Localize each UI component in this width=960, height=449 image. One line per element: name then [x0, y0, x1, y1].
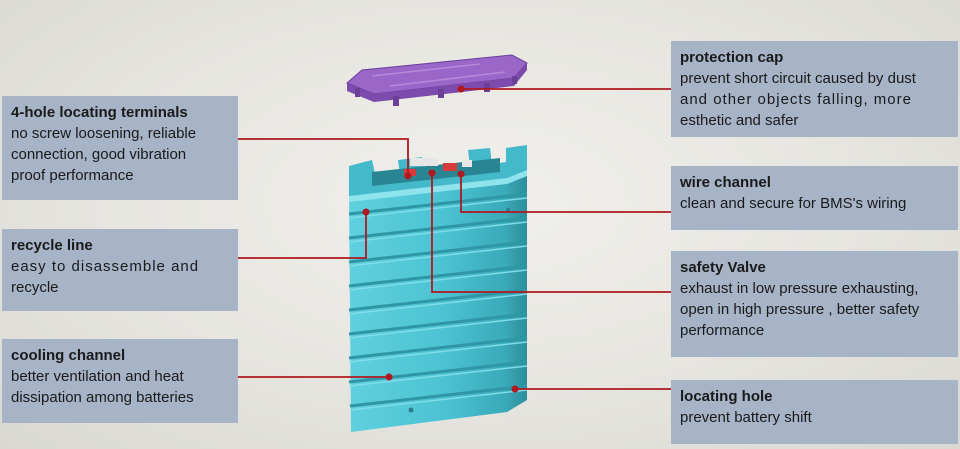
callout-desc-line: and other objects falling, more: [680, 91, 912, 108]
callout-protection-cap: protection cap prevent short circuit cau…: [671, 41, 958, 137]
callout-title: recycle line: [11, 237, 93, 254]
dot-cap: [457, 85, 465, 93]
callout-recycle-line: recycle line easy to disassemble and rec…: [2, 229, 238, 311]
callout-locating-hole: locating hole prevent battery shift: [671, 380, 958, 444]
dot-4hole: [404, 172, 412, 180]
callout-title: cooling channel: [11, 347, 126, 364]
leader-4hole: [238, 138, 409, 176]
callout-4-hole-locating-terminals: 4-hole locating terminals no screw loose…: [2, 96, 238, 200]
callout-title: 4-hole locating terminals: [11, 104, 188, 121]
callout-wire-channel: wire channel clean and secure for BMS's …: [671, 166, 958, 230]
battery-cell: [348, 145, 528, 432]
callout-cooling-channel: cooling channel better ventilation and h…: [2, 339, 238, 423]
dot-recycle: [362, 208, 370, 216]
callout-desc-line: esthetic and safer: [680, 112, 799, 129]
leader-recycle: [238, 212, 367, 259]
dot-valve: [428, 169, 436, 177]
callout-desc-line: prevent short circuit caused by dust: [680, 70, 916, 87]
callout-desc-line: connection, good vibration: [11, 146, 187, 163]
callout-safety-valve: safety Valve exhaust in low pressure exh…: [671, 251, 958, 357]
callout-desc-line: clean and secure for BMS's wiring: [680, 195, 907, 212]
callout-title: safety Valve: [680, 259, 766, 276]
callout-desc-line: no screw loosening, reliable: [11, 125, 197, 142]
dot-cooling: [385, 373, 393, 381]
callout-desc-line: open in high pressure , better safety: [680, 301, 920, 318]
callout-title: protection cap: [680, 49, 784, 66]
leader-wire: [460, 174, 671, 213]
callout-desc-line: better ventilation and heat: [11, 368, 184, 385]
callout-desc-line: recycle: [11, 279, 59, 296]
callout-title: locating hole: [680, 388, 773, 405]
leader-valve: [431, 173, 671, 293]
callout-title: wire channel: [680, 174, 771, 191]
dot-wire: [457, 170, 465, 178]
leader-dots: [362, 85, 519, 393]
callout-desc-line: easy to disassemble and: [11, 258, 200, 275]
callout-desc-line: performance: [680, 322, 765, 339]
callout-desc-line: prevent battery shift: [680, 409, 812, 426]
callout-desc-line: dissipation among batteries: [11, 389, 194, 406]
dot-hole: [511, 385, 519, 393]
protection-cap: [346, 54, 528, 106]
callout-desc-line: proof performance: [11, 167, 134, 184]
callout-desc-line: exhaust in low pressure exhausting,: [680, 280, 919, 297]
leader-lines: [238, 88, 671, 390]
